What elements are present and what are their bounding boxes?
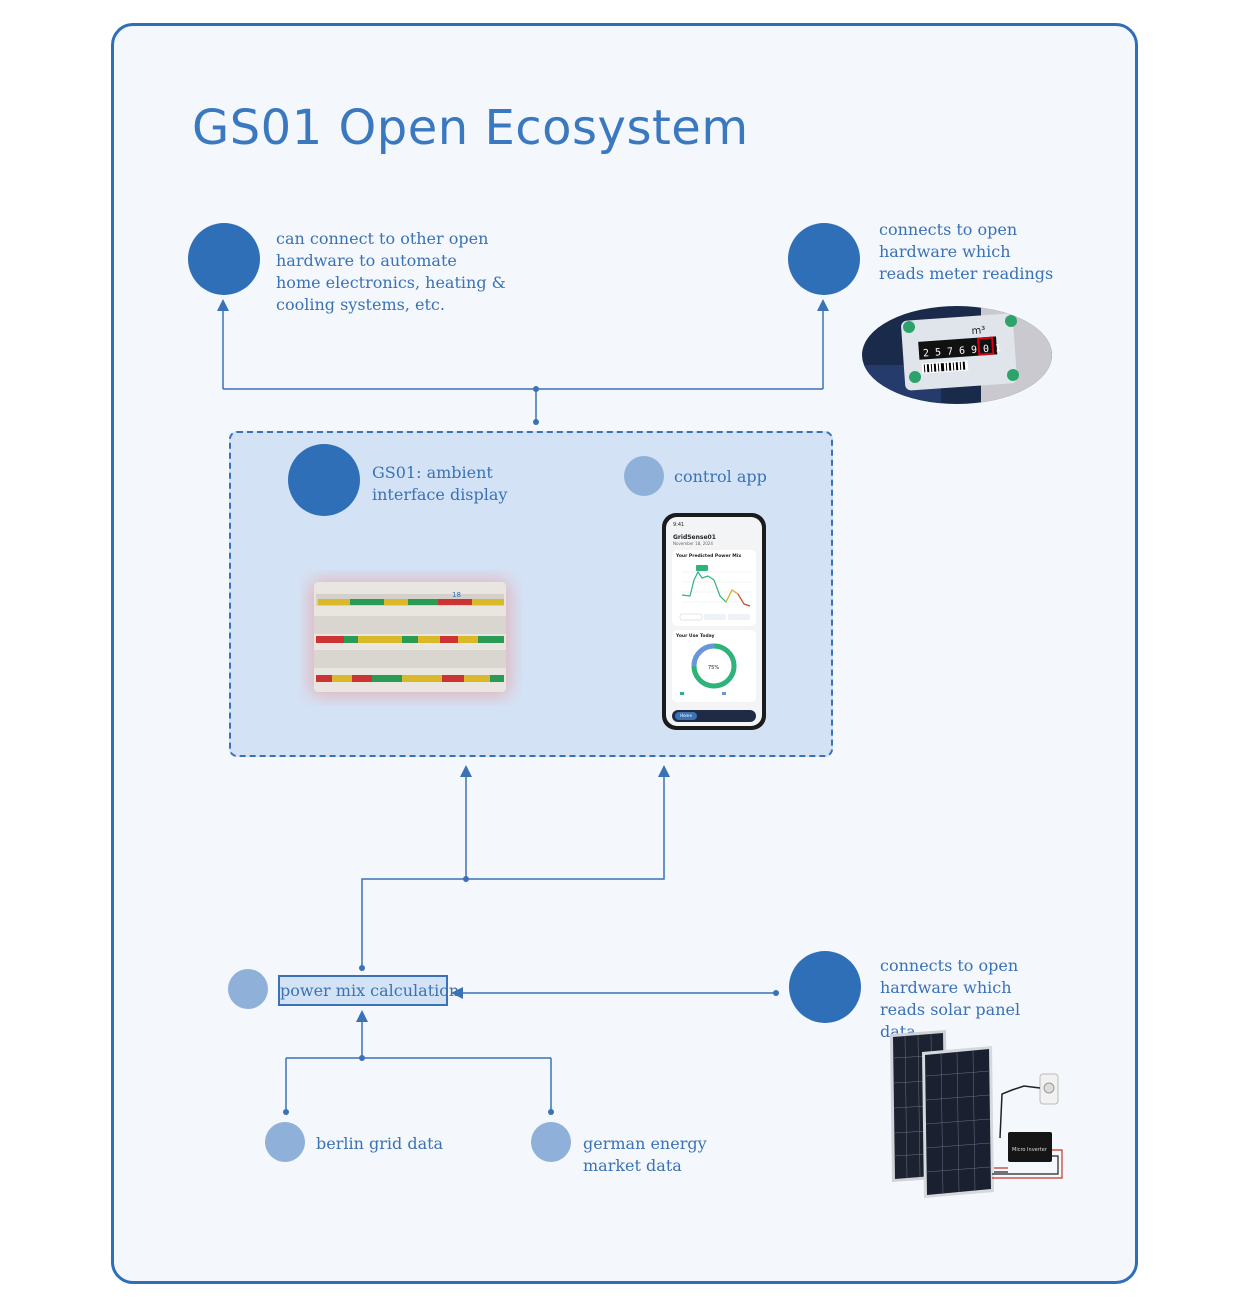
berlin-node-circle — [265, 1122, 305, 1162]
line-from-power-mix — [361, 878, 466, 968]
phone-date: November 18, 2024 — [673, 541, 713, 546]
power-mix-label: power mix calculation — [278, 975, 459, 1006]
market-label: german energy market data — [583, 1134, 707, 1175]
phone-mini-chart — [679, 565, 752, 621]
phone-nav-bar: Home — [672, 710, 756, 722]
phone-chart-title: Your Predicted Power Mix — [676, 554, 742, 559]
arrow-to-app — [466, 765, 670, 880]
phone-mockup: 9:41 GridSense01 November 18, 2024 Your … — [662, 513, 766, 730]
phone-nav-home: Home — [675, 712, 697, 720]
led-strip-bottom — [316, 675, 504, 682]
junction-dot — [548, 1109, 554, 1115]
phone-donut: 75% — [680, 643, 737, 695]
device-digit: 18 — [452, 591, 461, 599]
junction-dot — [533, 386, 539, 392]
phone-screen: 9:41 GridSense01 November 18, 2024 Your … — [666, 517, 762, 726]
meter-unit: m³ — [971, 325, 985, 337]
diagram-title: GS01 Open Ecosystem — [192, 100, 749, 156]
junction-dot — [283, 1109, 289, 1115]
phone-use-title: Your Use Today — [676, 634, 715, 639]
micro-inverter — [1008, 1132, 1052, 1162]
phone-time: 9:41 — [673, 522, 685, 528]
junction-dot — [533, 419, 539, 425]
solar-label: connects to open hardware which reads so… — [880, 956, 1021, 1041]
phone-percent: 75% — [708, 665, 719, 671]
app-label: control app — [674, 467, 767, 486]
power-mix-node-circle — [228, 969, 268, 1009]
phone-use-card: Your Use Today 75% — [672, 630, 756, 702]
display-label: GS01: ambient interface display — [372, 463, 508, 504]
junction-dot — [359, 965, 365, 971]
market-node-circle — [531, 1122, 571, 1162]
automation-node-circle — [188, 223, 260, 295]
inverter-label: Micro Inverter — [1012, 1147, 1048, 1153]
gs01-device-photo: 18 — [310, 580, 510, 696]
solar-kit-photo: Micro Inverter — [890, 1030, 1063, 1198]
display-node-circle — [288, 444, 360, 516]
junction-dot — [463, 876, 469, 882]
phone-app-name: GridSense01 — [673, 534, 716, 541]
meter-node-circle — [788, 223, 860, 295]
app-node-circle — [624, 456, 664, 496]
led-strip-top — [318, 599, 504, 605]
automation-label: can connect to other open hardware to au… — [276, 229, 506, 314]
berlin-label: berlin grid data — [316, 1134, 444, 1153]
phone-chart-card: Your Predicted Power Mix — [672, 550, 756, 626]
gas-meter-photo: 2 5 7 6 9 0 1 m³ — [862, 306, 1052, 404]
solar-node-circle — [789, 951, 861, 1023]
solar-panel-front — [922, 1046, 994, 1198]
meter-label: connects to open hardware which reads me… — [879, 220, 1054, 283]
led-strip-middle — [316, 636, 504, 643]
junction-dot — [773, 990, 779, 996]
junction-dot — [359, 1055, 365, 1061]
